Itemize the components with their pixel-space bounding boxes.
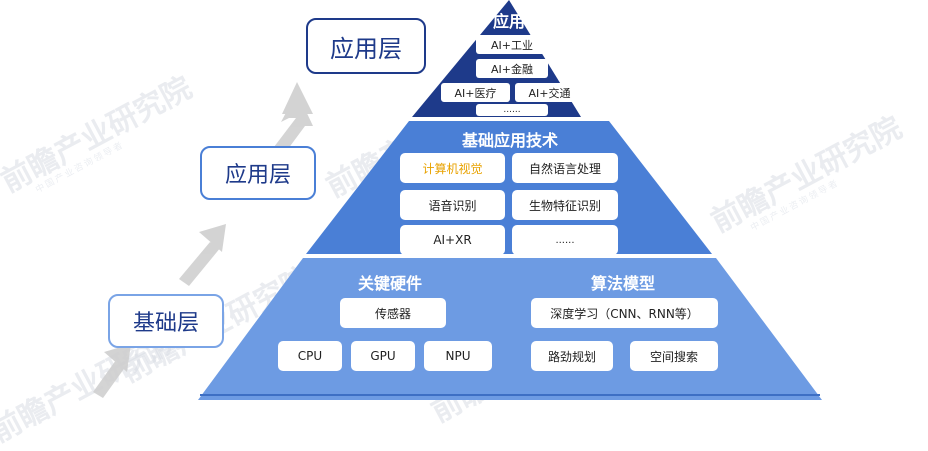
algorithm-item: 深度学习（CNN、RNN等） — [531, 298, 718, 328]
side-label-foundation: 基础层 — [108, 294, 224, 348]
technology-item: 生物特征识别 — [512, 190, 618, 220]
hardware-title: 关键硬件 — [357, 274, 422, 293]
hardware-item: GPU — [351, 341, 415, 371]
application-item: AI+工业 — [476, 35, 548, 54]
application-item: AI+金融 — [476, 59, 548, 78]
technology-item: 自然语言处理 — [512, 153, 618, 183]
up-arrow-icon — [179, 224, 226, 286]
tier-top-title: 应用 — [492, 12, 525, 31]
hardware-item: NPU — [424, 341, 492, 371]
hardware-item: CPU — [278, 341, 342, 371]
application-item: AI+交通 — [515, 83, 584, 102]
technology-item: ...... — [512, 225, 618, 255]
technology-item-highlighted: 计算机视觉 — [400, 153, 505, 183]
algorithm-item: 空间搜索 — [630, 341, 718, 371]
tier-middle-title: 基础应用技术 — [461, 131, 558, 150]
hardware-item: 传感器 — [340, 298, 446, 328]
application-item: AI+医疗 — [441, 83, 510, 102]
algorithm-title: 算法模型 — [590, 274, 655, 293]
pyramid-tier-bottom — [198, 258, 822, 400]
algorithm-item: 路劲规划 — [531, 341, 613, 371]
side-label-application-middle: 应用层 — [200, 146, 316, 200]
side-label-application-top: 应用层 — [306, 18, 426, 74]
application-item: ...... — [476, 104, 548, 116]
technology-item: 语音识别 — [400, 190, 505, 220]
up-arrow-icon — [93, 344, 131, 398]
technology-item: AI+XR — [400, 225, 505, 255]
